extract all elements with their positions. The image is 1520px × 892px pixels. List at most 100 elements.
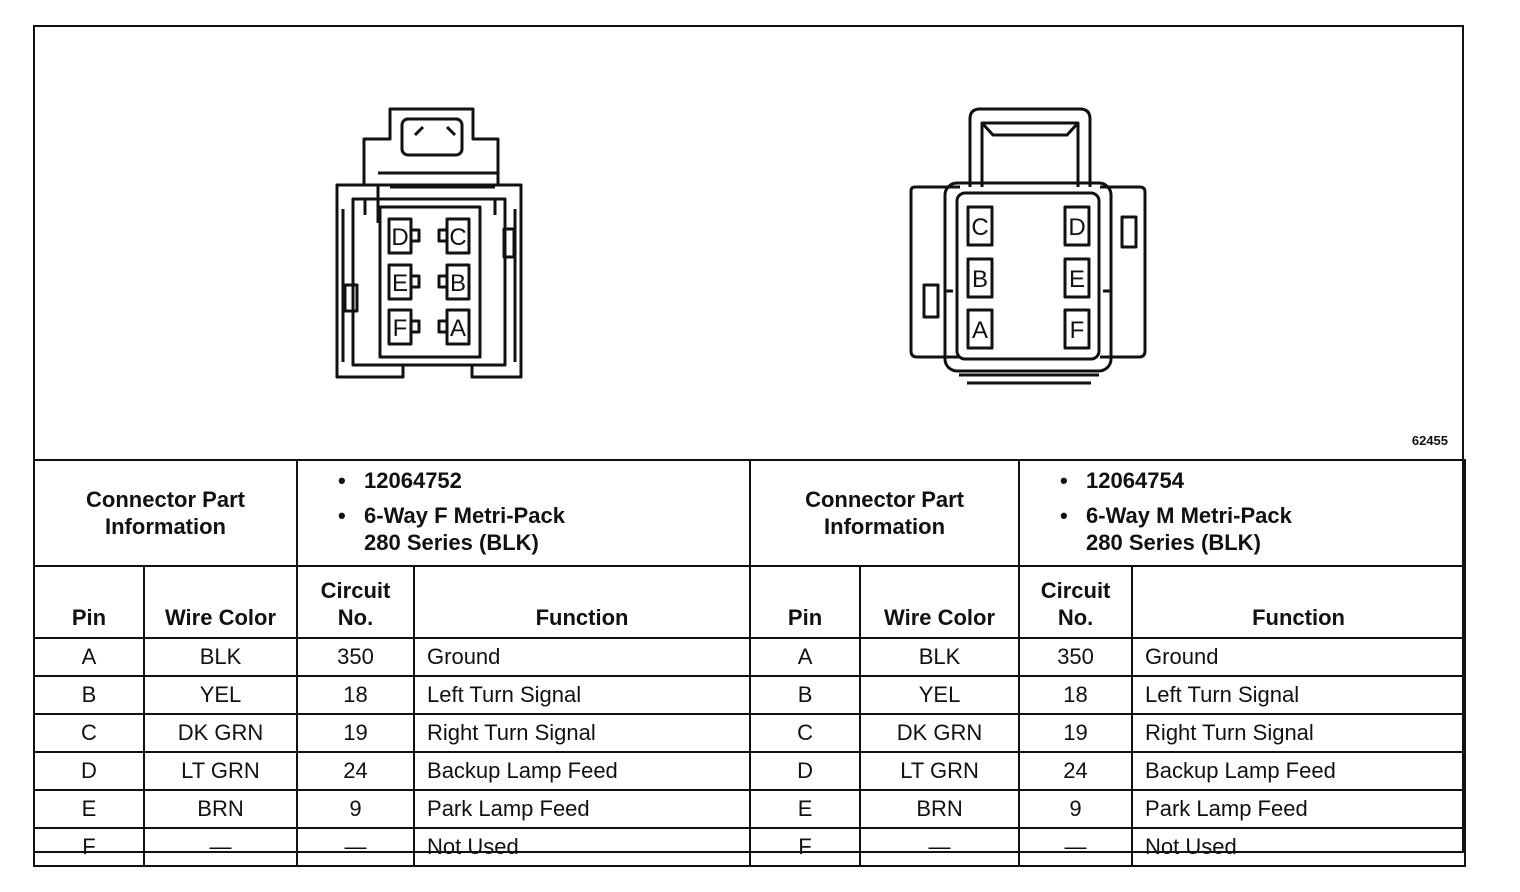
male-cavity-label: C	[971, 214, 988, 241]
wire-color-cell: —	[142, 827, 299, 867]
table-row: C DK GRN 19 Right Turn Signal C DK GRN 1…	[33, 713, 1467, 753]
part-label-line: Information	[105, 514, 226, 539]
wire-color-cell: LT GRN	[859, 751, 1021, 791]
connector-illustration-area: D C E B F A C D B E A F 62455	[35, 27, 1462, 459]
circuit-cell: 24	[296, 751, 416, 791]
pin-cell: A	[749, 637, 862, 677]
wire-color-cell: YEL	[859, 675, 1021, 715]
male-connector-drawing	[909, 107, 1147, 385]
circuit-column-header: Circuit No.	[1018, 565, 1134, 639]
male-cavity-label: A	[972, 317, 988, 344]
left-part-label: Connector Part Information	[32, 459, 299, 567]
part-label-line: Information	[824, 514, 946, 539]
part-description: 6-Way F Metri-Pack	[364, 503, 565, 528]
function-cell: Not Used	[1131, 827, 1467, 867]
circuit-cell: —	[296, 827, 416, 867]
male-cavity-label: E	[1069, 266, 1085, 293]
circuit-cell: 9	[296, 789, 416, 829]
pin-cell: F	[749, 827, 862, 867]
wire-color-cell: BRN	[142, 789, 299, 829]
wire-color-cell: DK GRN	[859, 713, 1021, 753]
part-description: 280 Series (BLK)	[364, 530, 539, 555]
right-part-info: • 12064754 • 6-Way M Metri-Pack 280 Series…	[1018, 459, 1467, 567]
pin-column-header: Pin	[33, 565, 145, 639]
wire-color-cell: LT GRN	[142, 751, 299, 791]
circuit-cell: 18	[1018, 675, 1134, 715]
function-cell: Park Lamp Feed	[1131, 789, 1467, 829]
circuit-header-line: Circuit	[320, 578, 391, 603]
connector-diagram-frame: D C E B F A C D B E A F 62455 Connector …	[32, 25, 1467, 867]
bullet: •	[338, 503, 346, 528]
table-row: D LT GRN 24 Backup Lamp Feed D LT GRN 24…	[33, 751, 1467, 791]
function-cell: Right Turn Signal	[413, 713, 752, 753]
function-cell: Left Turn Signal	[1131, 675, 1467, 715]
pinout-table: Connector Part Information • 12064752 • 6-…	[32, 459, 1467, 867]
circuit-cell: 350	[296, 637, 416, 677]
function-column-header: Function	[413, 565, 752, 639]
circuit-cell: 350	[1018, 637, 1134, 677]
male-cavity-label: D	[1068, 214, 1085, 241]
function-cell: Ground	[413, 637, 752, 677]
function-cell: Backup Lamp Feed	[413, 751, 752, 791]
figure-number: 62455	[1411, 433, 1448, 448]
pin-column-header: Pin	[749, 565, 862, 639]
pin-cell: F	[33, 827, 145, 867]
male-cavity-label: B	[972, 266, 988, 293]
function-cell: Park Lamp Feed	[413, 789, 752, 829]
wire-color-cell: DK GRN	[142, 713, 299, 753]
wire-color-column-header: Wire Color	[859, 565, 1021, 639]
bullet: •	[1060, 503, 1068, 528]
function-cell: Right Turn Signal	[1131, 713, 1467, 753]
wire-color-cell: BLK	[142, 637, 299, 677]
wire-color-cell: —	[859, 827, 1021, 867]
pin-cell: C	[33, 713, 145, 753]
circuit-cell: 24	[1018, 751, 1134, 791]
table-row: E BRN 9 Park Lamp Feed E BRN 9 Park Lamp…	[33, 789, 1467, 829]
female-cavity-label: F	[393, 315, 408, 342]
circuit-cell: —	[1018, 827, 1134, 867]
wire-color-cell: BLK	[859, 637, 1021, 677]
circuit-cell: 18	[296, 675, 416, 715]
pin-cell: D	[33, 751, 145, 791]
female-cavity-label: B	[450, 270, 466, 297]
part-number: 12064754	[1086, 468, 1184, 493]
pin-cell: E	[33, 789, 145, 829]
connector-illustrations: D C E B F A C D B E A F	[335, 107, 1147, 385]
circuit-cell: 19	[1018, 713, 1134, 753]
pin-cell: B	[33, 675, 145, 715]
pin-cell: D	[749, 751, 862, 791]
function-column-header: Function	[1131, 565, 1467, 639]
function-cell: Ground	[1131, 637, 1467, 677]
female-cavity-label: C	[449, 224, 466, 251]
function-cell: Left Turn Signal	[413, 675, 752, 715]
circuit-column-header: Circuit No.	[296, 565, 416, 639]
pin-cell: B	[749, 675, 862, 715]
circuit-header-line: Circuit	[1040, 578, 1111, 603]
column-header-row: Pin Wire Color Circuit No. Function Pin …	[33, 565, 1467, 639]
table-row: F — — Not Used F — — Not Used	[33, 827, 1467, 867]
bullet: •	[338, 468, 346, 493]
left-part-info: • 12064752 • 6-Way F Metri-Pack 280 Series…	[296, 459, 752, 567]
pin-cell: A	[33, 637, 145, 677]
circuit-header-line: No.	[1057, 605, 1094, 630]
female-cavity-label: A	[450, 315, 466, 342]
part-number: 12064752	[364, 468, 462, 493]
part-description: 280 Series (BLK)	[1086, 530, 1261, 555]
part-description: 6-Way M Metri-Pack	[1086, 503, 1292, 528]
female-cavity-label: D	[391, 224, 408, 251]
wire-color-cell: BRN	[859, 789, 1021, 829]
circuit-cell: 9	[1018, 789, 1134, 829]
wire-color-column-header: Wire Color	[142, 565, 299, 639]
table-row: B YEL 18 Left Turn Signal B YEL 18 Left …	[33, 675, 1467, 715]
circuit-header-line: No.	[337, 605, 374, 630]
part-label-line: Connector Part	[86, 487, 245, 512]
male-cavity-label: F	[1070, 317, 1085, 344]
function-cell: Backup Lamp Feed	[1131, 751, 1467, 791]
pin-cell: C	[749, 713, 862, 753]
wire-color-cell: YEL	[142, 675, 299, 715]
female-connector-drawing	[335, 107, 523, 379]
connector-part-row: Connector Part Information • 12064752 • 6-…	[32, 459, 1467, 567]
circuit-cell: 19	[296, 713, 416, 753]
bullet: •	[1060, 468, 1068, 493]
table-row: A BLK 350 Ground A BLK 350 Ground	[33, 637, 1467, 677]
